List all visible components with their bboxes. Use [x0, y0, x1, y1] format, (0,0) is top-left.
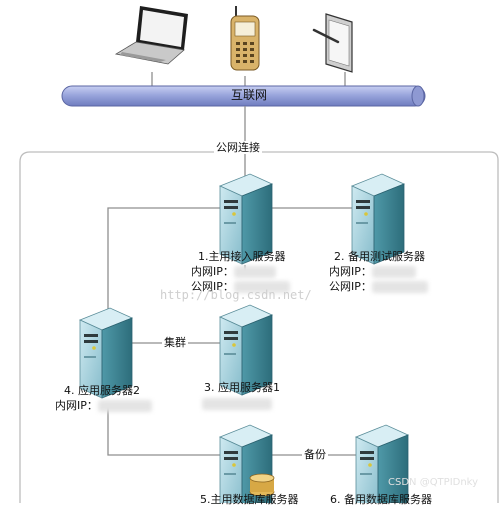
- app-server-4-title: 4. 应用服务器2: [64, 384, 140, 397]
- tablet-icon: [312, 13, 353, 73]
- internet-label: 互联网: [231, 88, 268, 102]
- database-server-icon: [219, 424, 275, 503]
- backup-db-server-title: 6. 备用数据库服务器: [330, 493, 432, 506]
- backup-test-wan-ip-label: 公网IP：: [329, 280, 372, 293]
- backup-test-lan-ip-label: 内网IP：: [329, 265, 372, 278]
- blog-watermark: http://blog.csdn.net/: [160, 288, 312, 302]
- main-db-server-title: 5.主用数据库服务器: [200, 493, 299, 506]
- main-access-wan-ip-label: 公网IP：: [191, 280, 234, 293]
- mobile-phone-icon: [230, 6, 260, 71]
- redacted-ip: [372, 266, 416, 278]
- app-server-3-title: 3. 应用服务器1: [204, 381, 280, 394]
- csdn-watermark: CSDN @QTPIDnky: [388, 477, 479, 488]
- cluster-label: 集群: [162, 336, 188, 349]
- server-icon: [355, 424, 409, 503]
- redacted-ip: [372, 281, 428, 293]
- redacted-ip: [98, 400, 152, 412]
- redacted-ip: [202, 398, 272, 410]
- main-access-server-title: 1.主用接入服务器: [198, 250, 286, 263]
- backup-test-server-title: 2. 备用测试服务器: [334, 250, 425, 263]
- backup-label: 备份: [302, 448, 328, 461]
- redacted-ip: [234, 266, 276, 278]
- redacted-ip: [234, 281, 290, 293]
- laptop-icon: [114, 6, 188, 65]
- main-access-lan-ip-label: 内网IP：: [191, 265, 234, 278]
- public-link-label: 公网连接: [214, 141, 262, 154]
- app-server-4-lan-ip-label: 内网IP：: [55, 399, 98, 412]
- internet-bus: [61, 85, 426, 107]
